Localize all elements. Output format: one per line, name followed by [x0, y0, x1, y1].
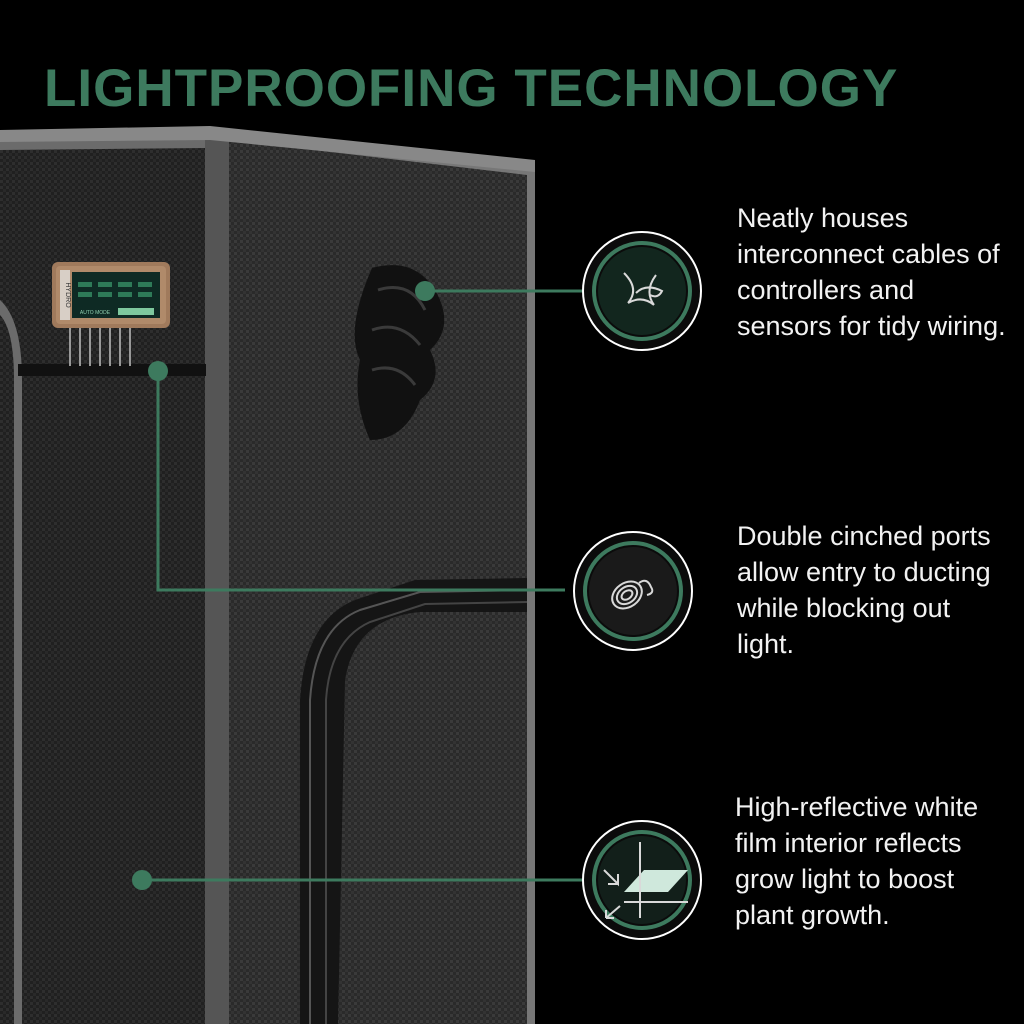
controller-mode: AUTO MODE — [80, 310, 111, 316]
rope-coil-icon — [573, 531, 693, 651]
controller-device: HYDRO AUTO MODE — [52, 262, 170, 328]
controller-brand: HYDRO — [64, 282, 71, 308]
reflective-film-icon — [582, 820, 702, 940]
duct-port — [300, 578, 528, 1024]
callout-lines — [132, 281, 585, 890]
feature-ports-text: Double cinched ports allow entry to duct… — [737, 521, 991, 659]
vent-port — [354, 265, 445, 440]
feature-cable-text: Neatly houses interconnect cables of con… — [737, 203, 1006, 341]
page-title: LIGHTPROOFING TECHNOLOGY — [44, 59, 899, 118]
feature-film-text: High-reflective white film interior refl… — [735, 792, 979, 930]
cable-tie-icon — [582, 231, 702, 351]
